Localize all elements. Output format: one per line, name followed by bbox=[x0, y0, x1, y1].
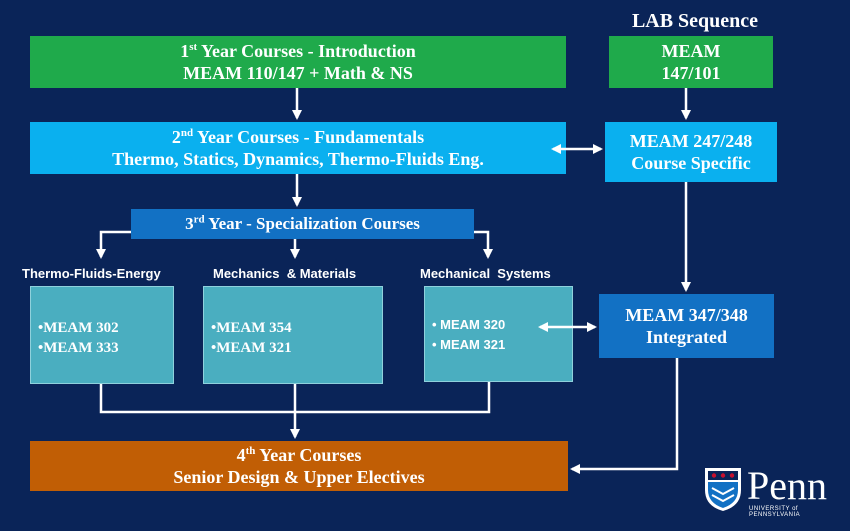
track-heading-systems: Mechanical Systems bbox=[420, 266, 551, 281]
year4-box: 4th Year Courses Senior Design & Upper E… bbox=[30, 441, 568, 491]
lab-box-147: MEAM 147/101 bbox=[609, 36, 773, 88]
track-list-thermo: •MEAM 302 •MEAM 333 bbox=[38, 318, 119, 359]
track-list-mechanics: •MEAM 354 •MEAM 321 bbox=[211, 318, 292, 359]
year2-subtitle: Thermo, Statics, Dynamics, Thermo-Fluids… bbox=[112, 149, 484, 169]
year1-box: 1st Year Courses - Introduction MEAM 110… bbox=[30, 36, 566, 88]
penn-logo-subtitle: UNIVERSITY of PENNSYLVANIA bbox=[749, 506, 801, 518]
penn-logo: Penn UNIVERSITY of PENNSYLVANIA bbox=[703, 464, 843, 520]
track-box-mechanics bbox=[203, 286, 383, 384]
year3-title: 3rd Year - Specialization Courses bbox=[185, 213, 420, 234]
year4-subtitle: Senior Design & Upper Electives bbox=[173, 467, 425, 487]
track-box-systems bbox=[424, 286, 573, 382]
year2-title: 2nd Year Courses - Fundamentals bbox=[171, 126, 425, 147]
course-item: • MEAM 320 bbox=[432, 317, 506, 332]
year2-box: 2nd Year Courses - Fundamentals Thermo, … bbox=[30, 122, 566, 174]
lab-box-347-line1: MEAM 347/348 bbox=[625, 304, 748, 325]
arrow-lab3-to-year4 bbox=[570, 358, 679, 474]
year1-subtitle: MEAM 110/147 + Math & NS bbox=[183, 63, 413, 83]
course-item: •MEAM 321 bbox=[211, 340, 292, 357]
lab-box-147-line2: 147/101 bbox=[661, 63, 721, 83]
year4-title: 4th Year Courses bbox=[236, 444, 362, 465]
lab-box-347-line2: Integrated bbox=[646, 327, 727, 347]
year3-box: 3rd Year - Specialization Courses bbox=[131, 209, 474, 239]
lab-sequence-title: LAB Sequence bbox=[631, 10, 759, 32]
arrow-year3-to-systems bbox=[474, 230, 493, 259]
track-box-thermo bbox=[30, 286, 174, 384]
track-heading-mechanics: Mechanics & Materials bbox=[213, 266, 357, 281]
penn-shield-icon bbox=[705, 468, 741, 511]
lab-box-147-line1: MEAM bbox=[661, 40, 721, 61]
lab-box-347: MEAM 347/348 Integrated bbox=[599, 294, 774, 358]
course-item: •MEAM 333 bbox=[38, 340, 119, 357]
year1-title: 1st Year Courses - Introduction bbox=[180, 40, 416, 61]
track-list-systems: • MEAM 320 • MEAM 321 bbox=[432, 315, 505, 355]
course-item: •MEAM 302 bbox=[38, 320, 119, 336]
lab-box-247-line1: MEAM 247/248 bbox=[629, 130, 753, 151]
arrow-year3-to-thermo bbox=[96, 230, 131, 259]
course-item: • MEAM 321 bbox=[432, 337, 506, 353]
lab-box-247-line2: Course Specific bbox=[631, 153, 751, 173]
penn-logo-word: Penn bbox=[747, 463, 827, 508]
course-item: •MEAM 354 bbox=[211, 320, 292, 336]
lab-box-247: MEAM 247/248 Course Specific bbox=[605, 122, 777, 182]
track-heading-thermo: Thermo-Fluids-Energy bbox=[22, 266, 161, 281]
